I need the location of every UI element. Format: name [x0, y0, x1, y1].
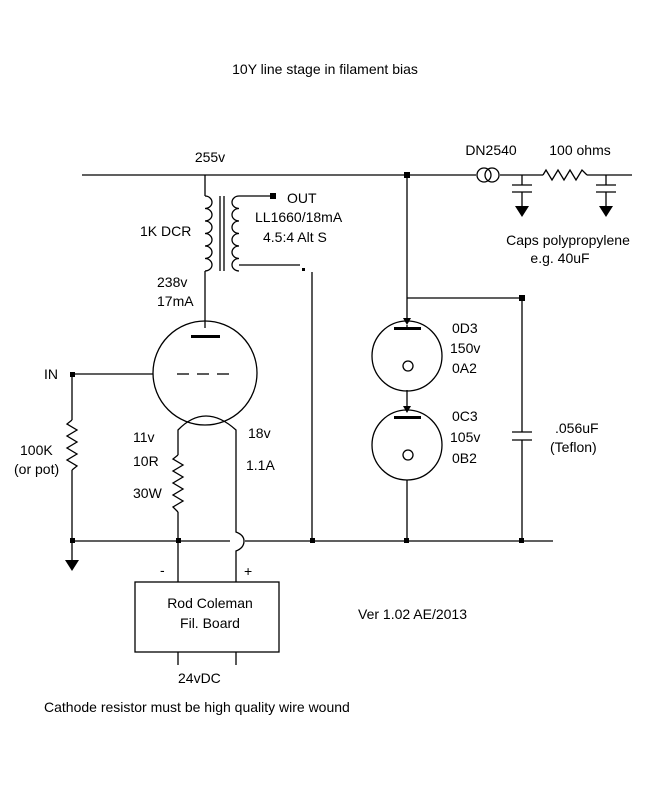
- caps-label-line2: e.g. 40uF: [530, 250, 589, 266]
- filament-voltage-label: 18v: [248, 425, 271, 441]
- supply-label: 24vDC: [178, 670, 221, 686]
- plate-current-label: 17mA: [157, 293, 194, 309]
- bypass-cap-label-line2: (Teflon): [550, 439, 597, 455]
- supply-capacitor-2: [596, 175, 616, 217]
- dn2540-current-source-symbol: [476, 167, 500, 183]
- filament-board-box: [134, 581, 280, 653]
- ground-junction-cathode: [176, 538, 181, 543]
- vr2-label-line2: 105v: [450, 429, 480, 445]
- plate-voltage-label: 238v: [157, 274, 187, 290]
- dn2540-label: DN2540: [465, 142, 517, 158]
- rail-junction-vr: [404, 172, 410, 178]
- filament-positive-lead: [235, 441, 245, 582]
- rail-voltage-label: 255v: [195, 149, 225, 165]
- filament-current-label: 1.1A: [246, 457, 275, 473]
- vr-tube-2-symbol: [371, 409, 443, 481]
- grid-resistor-label-line2: (or pot): [14, 461, 59, 477]
- minus-label: -: [160, 562, 165, 578]
- cathode-resistor: [171, 441, 185, 582]
- ground-junction-grid: [70, 538, 75, 543]
- note-label: Cathode resistor must be high quality wi…: [44, 699, 350, 715]
- caps-label-line1: Caps polypropylene: [506, 232, 630, 248]
- board-label-line2: Fil. Board: [180, 615, 240, 631]
- transformer-label-line2: 4.5:4 Alt S: [263, 229, 327, 245]
- vr1-label-line2: 150v: [450, 340, 480, 356]
- input-terminal: [70, 372, 75, 377]
- transformer-label-line1: LL1660/18mA: [255, 209, 343, 225]
- input-wiring: [65, 373, 153, 571]
- bypass-cap-label-line1: .056uF: [555, 420, 599, 436]
- out-label: OUT: [287, 190, 317, 206]
- vr2-label-line1: 0C3: [452, 408, 478, 424]
- input-label: IN: [44, 366, 58, 382]
- board-label-line1: Rod Coleman: [167, 595, 253, 611]
- cathode-resistor-label: 10R: [133, 453, 159, 469]
- bypass-capacitor: [512, 298, 532, 541]
- regulator-wiring: [403, 175, 522, 541]
- resistor-100-ohms: [542, 168, 588, 182]
- cathode-voltage-label: 11v: [133, 429, 155, 445]
- resistor-100-label: 100 ohms: [549, 142, 610, 158]
- triode-10y-symbol: [152, 320, 258, 441]
- transformer-return-dot: [302, 268, 305, 271]
- vr1-label-line1: 0D3: [452, 320, 478, 336]
- vr-tube-1-symbol: [371, 320, 443, 392]
- supply-capacitor-1: [512, 175, 532, 217]
- output-transformer: [204, 175, 300, 285]
- vr1-label-line3: 0A2: [452, 360, 477, 376]
- cathode-power-label: 30W: [133, 485, 163, 501]
- plus-label: +: [244, 563, 252, 579]
- out-terminal: [270, 193, 276, 199]
- vr2-label-line3: 0B2: [452, 450, 477, 466]
- grid-resistor-label-line1: 100K: [20, 442, 53, 458]
- diagram-title: 10Y line stage in filament bias: [232, 61, 418, 77]
- dcr-label: 1K DCR: [140, 223, 191, 239]
- version-label: Ver 1.02 AE/2013: [358, 606, 467, 622]
